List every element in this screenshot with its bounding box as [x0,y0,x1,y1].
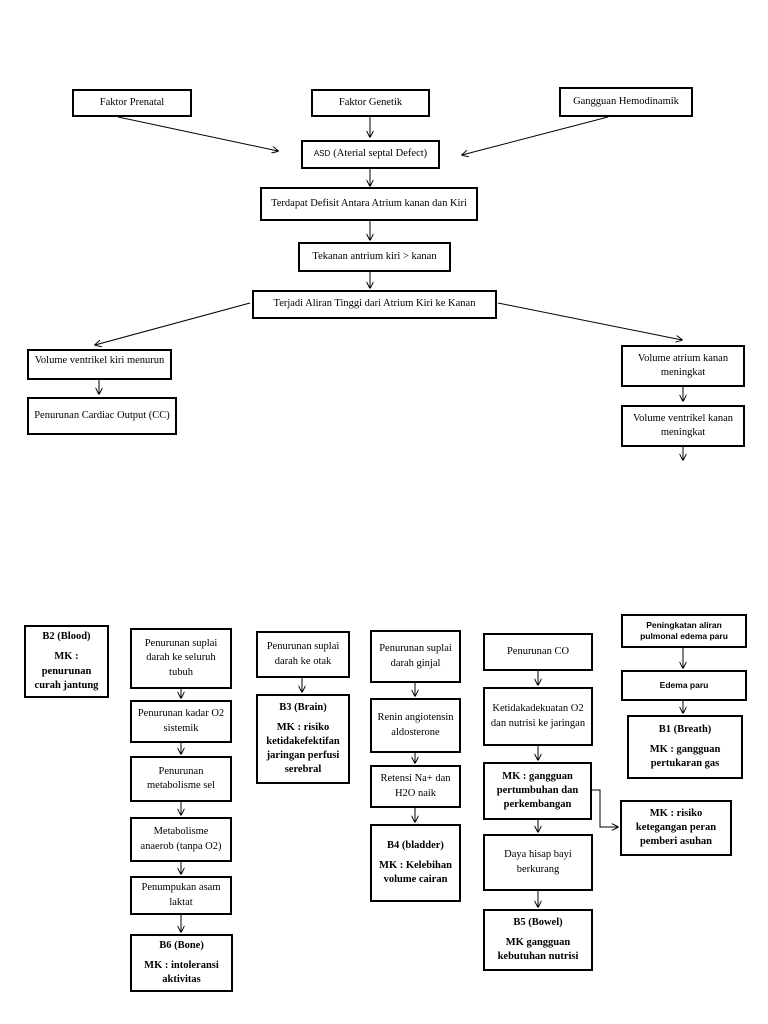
peningkatan-aliran-label: Peningkatan aliran pulmonal edema paru [640,619,728,641]
retensi-box: Retensi Na+ dan H2O naik [370,765,461,808]
anaerob-label: Metabolisme anaerob (tanpa O2) [140,826,222,852]
ketidakadekuatan-label: Ketidakadekuatan O2 dan nutrisi ke jarin… [490,703,586,729]
asd-full: (Aterial septal Defect) [333,148,428,160]
suplai-tubuh-box: Penurunan suplai darah ke seluruh tubuh [130,628,232,689]
penurunan-cc-label: Penurunan Cardiac Output (CC) [34,409,170,421]
edema-paru-label: Edema paru [659,679,709,690]
b2-mk: MK : penurunan curah jantung [34,651,99,691]
daya-hisap-box: Daya hisap bayi berkurang [483,834,593,891]
b4-mk: MK : Kelebihan volume cairan [379,859,452,886]
suplai-otak-label: Penurunan suplai darah ke otak [266,641,340,667]
b2-title: B2 (Blood) [42,631,91,643]
penurunan-co-label: Penurunan CO [506,645,570,657]
ventrikel-kanan-box: Volume ventrikel kanan meningkat [621,405,745,447]
defisit-box: Terdapat Defisit Antara Atrium kanan dan… [260,187,478,221]
kadar-o2-label: Penurunan kadar O2 sistemik [137,708,225,734]
b4-title: B4 (bladder) [387,839,444,851]
b6-mk: MK : intoleransi aktivitas [144,959,219,986]
mk-ketegangan-label: MK : risiko ketegangan peran pemberi asu… [635,807,717,848]
arrow-pertumbuhan-to-ketegangan [592,789,618,827]
retensi-label: Retensi Na+ dan H2O naik [380,773,451,799]
daya-hisap-label: Daya hisap bayi berkurang [504,849,572,875]
tekanan-label: Tekanan antrium kiri > kanan [312,250,437,262]
b1-breath-box: B1 (Breath) MK : gangguan pertukaran gas [627,715,743,779]
aliran-box: Terjadi Aliran Tinggi dari Atrium Kiri k… [252,290,497,319]
renin-label: Renin angiotensin aldosterone [377,712,454,738]
b6-bone-box: B6 (Bone) MK : intoleransi aktivitas [130,934,233,992]
anaerob-box: Metabolisme anaerob (tanpa O2) [130,817,232,862]
aliran-label: Terjadi Aliran Tinggi dari Atrium Kiri k… [273,298,476,310]
atrium-kanan-label: Volume atrium kanan meningkat [637,352,729,378]
b5-mk: MK gangguan kebutuhan nutrisi [497,936,579,963]
ventrikel-kanan-label: Volume ventrikel kanan meningkat [632,412,734,438]
mk-ketegangan-box: MK : risiko ketegangan peran pemberi asu… [620,800,732,856]
arrow-aliran-to-ventrikel-kiri [95,302,251,345]
penurunan-co-box: Penurunan CO [483,633,593,671]
mk-pertumbuhan-label: MK : gangguan pertumbuhan dan perkembang… [496,770,579,811]
asam-laktat-label: Penumpukan asam laktat [141,882,221,908]
peningkatan-aliran-box: Peningkatan aliran pulmonal edema paru [621,614,747,648]
ventrikel-kiri-box: Volume ventrikel kiri menurun [27,349,172,380]
suplai-ginjal-label: Penurunan suplai darah ginjal [379,643,452,669]
suplai-ginjal-box: Penurunan suplai darah ginjal [370,630,461,683]
faktor-genetik-label: Faktor Genetik [338,96,403,108]
asd-box: ASD (Aterial septal Defect) [301,140,440,169]
arrow-hemodinamik-to-asd [462,116,609,155]
mk-pertumbuhan-box: MK : gangguan pertumbuhan dan perkembang… [483,762,592,820]
ketidakadekuatan-box: Ketidakadekuatan O2 dan nutrisi ke jarin… [483,687,593,746]
atrium-kanan-box: Volume atrium kanan meningkat [621,345,745,387]
faktor-genetik-box: Faktor Genetik [311,89,430,117]
arrow-aliran-to-atrium-kanan [497,302,682,340]
penurunan-cc-box: Penurunan Cardiac Output (CC) [27,397,177,435]
metabolisme-sel-label: Penurunan metabolisme sel [147,765,215,791]
edema-paru-box: Edema paru [621,670,747,701]
b4-bladder-box: B4 (bladder) MK : Kelebihan volume caira… [370,824,461,902]
b5-bowel-box: B5 (Bowel) MK gangguan kebutuhan nutrisi [483,909,593,971]
suplai-otak-box: Penurunan suplai darah ke otak [256,631,350,678]
b6-title: B6 (Bone) [159,939,204,951]
b3-title: B3 (Brain) [279,701,327,713]
gangguan-hemodinamik-box: Gangguan Hemodinamik [559,87,693,117]
b3-brain-box: B3 (Brain) MK : risiko ketidakefektifan … [256,694,350,784]
faktor-prenatal-box: Faktor Prenatal [72,89,192,117]
asam-laktat-box: Penumpukan asam laktat [130,876,232,915]
kadar-o2-box: Penurunan kadar O2 sistemik [130,700,232,743]
defisit-label: Terdapat Defisit Antara Atrium kanan dan… [271,197,467,209]
b5-title: B5 (Bowel) [513,916,563,928]
b3-mk: MK : risiko ketidakefektifan jaringan pe… [266,721,340,776]
renin-box: Renin angiotensin aldosterone [370,698,461,753]
tekanan-box: Tekanan antrium kiri > kanan [298,242,451,272]
gangguan-hemodinamik-label: Gangguan Hemodinamik [573,95,679,107]
faktor-prenatal-label: Faktor Prenatal [99,96,165,108]
suplai-tubuh-label: Penurunan suplai darah ke seluruh tubuh [144,638,218,678]
b1-mk: MK : gangguan pertukaran gas [649,743,721,770]
b2-blood-box: B2 (Blood) MK : penurunan curah jantung [24,625,109,698]
arrow-prenatal-to-asd [117,116,278,151]
b1-title: B1 (Breath) [658,723,712,735]
metabolisme-sel-box: Penurunan metabolisme sel [130,756,232,802]
ventrikel-kiri-label: Volume ventrikel kiri menurun [34,355,165,366]
asd-abbr: ASD [313,149,331,159]
